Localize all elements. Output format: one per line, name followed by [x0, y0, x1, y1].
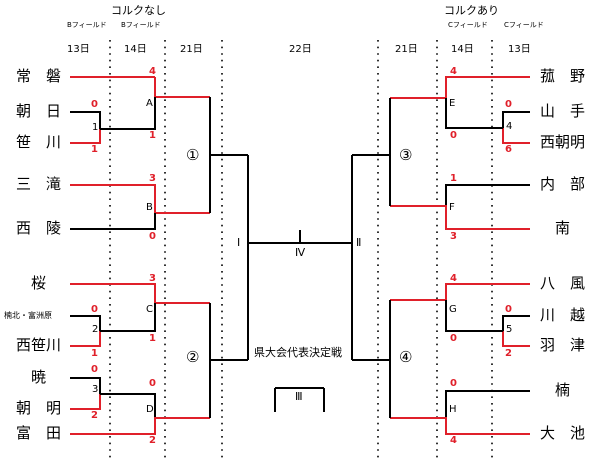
score-kawagoe: 0 — [505, 304, 512, 315]
score-happu: 4 — [450, 273, 457, 284]
final-label-3: Ⅲ — [295, 390, 303, 403]
score-asahi: 0 — [91, 99, 98, 110]
match-number-5: 5 — [506, 324, 513, 335]
final-label-4: Ⅳ — [295, 246, 306, 259]
score-kusu: 0 — [450, 378, 457, 389]
score-seiryo: 0 — [149, 231, 156, 242]
team-sanda: 三 滝 — [16, 175, 62, 193]
day-14-right: 14日 — [451, 44, 474, 55]
team-nishiasake: 西朝明 — [540, 133, 586, 151]
match-label-e: E — [449, 98, 456, 109]
day-22: 22日 — [289, 44, 312, 55]
score-komono: 4 — [450, 66, 457, 77]
match-number-1: 1 — [92, 122, 99, 133]
match-label-d: D — [146, 404, 154, 415]
team-tomida: 富 田 — [16, 424, 62, 442]
team-komono: 菰 野 — [540, 67, 586, 85]
team-nishisasagawa: 西笹川 — [16, 336, 62, 354]
match-label-a: A — [146, 98, 153, 109]
day-13-left: 13日 — [67, 44, 90, 55]
day-21-right: 21日 — [395, 44, 418, 55]
score-akatsuki: 0 — [91, 364, 98, 375]
team-sakura: 桜 — [31, 274, 47, 292]
right-field-14: Cフィールド — [448, 21, 488, 29]
team-joban: 常 磐 — [16, 67, 62, 85]
score-a-bottom: 1 — [149, 130, 156, 141]
score-nishiasake: 6 — [505, 144, 512, 155]
right-title: コルクあり — [444, 4, 499, 17]
score-yamate: 0 — [505, 99, 512, 110]
team-sasagawa: 笹 川 — [16, 133, 62, 151]
round-label-3: ③ — [399, 146, 413, 164]
team-asahi: 朝 日 — [16, 102, 62, 120]
score-e-bottom: 0 — [450, 130, 457, 141]
semifinal-label-2: Ⅱ — [356, 236, 362, 249]
team-happu: 八 風 — [540, 274, 586, 292]
team-hatsu: 羽 津 — [540, 336, 586, 354]
semifinal-label-1: Ⅰ — [237, 236, 241, 249]
match-label-g: G — [449, 304, 457, 315]
prefectural-final-title: 県大会代表決定戦 — [254, 346, 342, 359]
right-field-13: Cフィールド — [504, 21, 544, 29]
team-minami: 南 — [555, 219, 571, 237]
day-13-right: 13日 — [508, 44, 531, 55]
team-kusukita-tomisuhara: 楠北・富洲原 — [4, 311, 52, 320]
day-14-left: 14日 — [124, 44, 147, 55]
left-title: コルクなし — [111, 4, 166, 17]
day-21-left: 21日 — [180, 44, 203, 55]
left-field-14: Bフィールド — [121, 21, 161, 29]
score-kusukita: 0 — [91, 304, 98, 315]
score-nishisasagawa: 1 — [91, 348, 98, 359]
team-seiryo: 西 陵 — [16, 219, 62, 237]
score-tomida: 2 — [149, 435, 156, 446]
team-oike: 大 池 — [540, 424, 586, 442]
score-c-bottom: 1 — [149, 333, 156, 344]
score-oike: 4 — [450, 435, 457, 446]
score-utsube: 1 — [450, 173, 457, 184]
round-label-1: ① — [186, 146, 200, 164]
score-minami: 3 — [450, 231, 457, 242]
team-asake: 朝 明 — [16, 399, 62, 417]
score-sakura: 3 — [149, 273, 156, 284]
team-kawagoe: 川 越 — [540, 306, 586, 324]
score-joban: 4 — [149, 66, 156, 77]
round-label-2: ② — [186, 348, 200, 366]
left-field-13: Bフィールド — [67, 21, 107, 29]
match-label-f: F — [449, 202, 455, 213]
score-g-bottom: 0 — [450, 333, 457, 344]
team-kusu: 楠 — [555, 381, 571, 399]
match-number-2: 2 — [92, 324, 99, 335]
match-label-b: B — [146, 202, 153, 213]
score-hatsu: 2 — [505, 348, 512, 359]
team-akatsuki: 暁 — [31, 368, 47, 386]
score-sanda: 3 — [149, 173, 156, 184]
team-utsube: 内 部 — [540, 175, 586, 193]
match-label-h: H — [449, 404, 457, 415]
round-label-4: ④ — [399, 348, 413, 366]
score-asake: 2 — [91, 410, 98, 421]
score-d-top: 0 — [149, 378, 156, 389]
match-number-4: 4 — [506, 121, 513, 132]
match-label-c: C — [146, 304, 153, 315]
match-number-3: 3 — [92, 384, 99, 395]
team-yamate: 山 手 — [540, 102, 586, 120]
score-sasagawa: 1 — [91, 144, 98, 155]
